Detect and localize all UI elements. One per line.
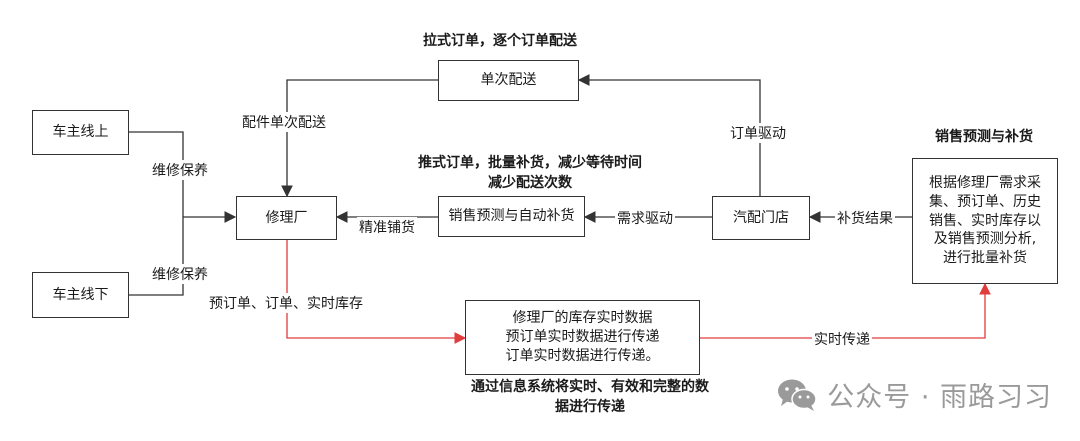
node-parts-store-label: 汽配门店 (733, 209, 789, 226)
edge-label-demand-driven: 需求驱动 (615, 208, 675, 228)
edge-label-order-driven: 订单驱动 (728, 123, 788, 143)
edge-offline-merge (129, 217, 184, 296)
edge-label-replenish-result: 补货结果 (835, 208, 895, 228)
node-single-delivery-label: 单次配送 (480, 72, 537, 89)
edge-repair-to-data (286, 240, 467, 344)
watermark-text: 公众号 · 雨路习习 (827, 382, 1052, 413)
edge-label-precise-stock: 精准铺货 (357, 217, 417, 237)
edge-label-preorder-stock: 预订单、订单、实时库存 (207, 293, 365, 313)
node-owner-online-label: 车主线上 (52, 124, 109, 141)
realtime-data-line: 预订单实时数据进行传递 (505, 329, 660, 346)
info-system-caption: 通过信息系统将实时、有效和完整的数 据进行传递 (455, 378, 725, 417)
node-owner-offline-label: 车主线下 (52, 286, 109, 303)
sales-forecast-caption: 销售预测与补货 (935, 129, 1033, 145)
realtime-data-line: 修理厂的库存实时数据 (512, 310, 653, 327)
push-mode-caption: 推式订单，批量补货，减少等待时间 减少配送次数 (390, 154, 670, 193)
edge-label-maintenance-bottom: 维修保养 (150, 264, 210, 284)
forecast-detail-line: 根据修理厂需求采 (929, 174, 1041, 191)
node-parts-store[interactable]: 汽配门店 (712, 196, 810, 240)
node-single-delivery[interactable]: 单次配送 (438, 60, 579, 101)
node-forecast-replenish[interactable]: 销售预测与自动补货 (438, 196, 585, 237)
forecast-detail-line: 进行批量补货 (943, 250, 1027, 267)
edge-online-merge (129, 131, 184, 217)
forecast-detail-line: 及销售预测分析, (933, 231, 1037, 248)
edge-label-realtime-transfer: 实时传递 (812, 329, 872, 349)
edge-label-parts-single: 配件单次配送 (240, 112, 328, 132)
node-repair-shop[interactable]: 修理厂 (236, 196, 337, 240)
node-owner-online[interactable]: 车主线上 (32, 110, 129, 155)
node-repair-shop-label: 修理厂 (265, 209, 308, 226)
edge-store-to-single (577, 74, 761, 196)
forecast-detail-line: 集、预订单、历史 (929, 193, 1041, 210)
forecast-detail-line: 销售、实时库存以 (929, 212, 1041, 229)
realtime-data-line: 订单实时数据进行传递。 (505, 347, 660, 364)
edge-label-maintenance-top: 维修保养 (150, 160, 210, 180)
node-forecast-replenish-label: 销售预测与自动补货 (448, 208, 575, 225)
node-realtime-data[interactable]: 修理厂的库存实时数据 预订单实时数据进行传递 订单实时数据进行传递。 (465, 300, 700, 375)
watermark: 公众号 · 雨路习习 (777, 375, 1052, 414)
edge-single-to-repair (281, 79, 438, 198)
info-system-line-2: 据进行传递 (555, 398, 625, 415)
info-system-line-1: 通过信息系统将实时、有效和完整的数 (471, 379, 709, 395)
node-forecast-detail[interactable]: 根据修理厂需求采 集、预订单、历史 销售、实时库存以 及销售预测分析, 进行批量… (912, 158, 1058, 284)
node-owner-offline[interactable]: 车主线下 (32, 272, 129, 318)
wechat-icon (778, 379, 817, 411)
pull-mode-caption: 拉式订单，逐个订单配送 (423, 33, 577, 49)
push-mode-line-2: 减少配送次数 (488, 174, 572, 191)
push-mode-line-1: 推式订单，批量补货，减少等待时间 (418, 155, 642, 171)
edge-data-to-detail (700, 282, 991, 339)
